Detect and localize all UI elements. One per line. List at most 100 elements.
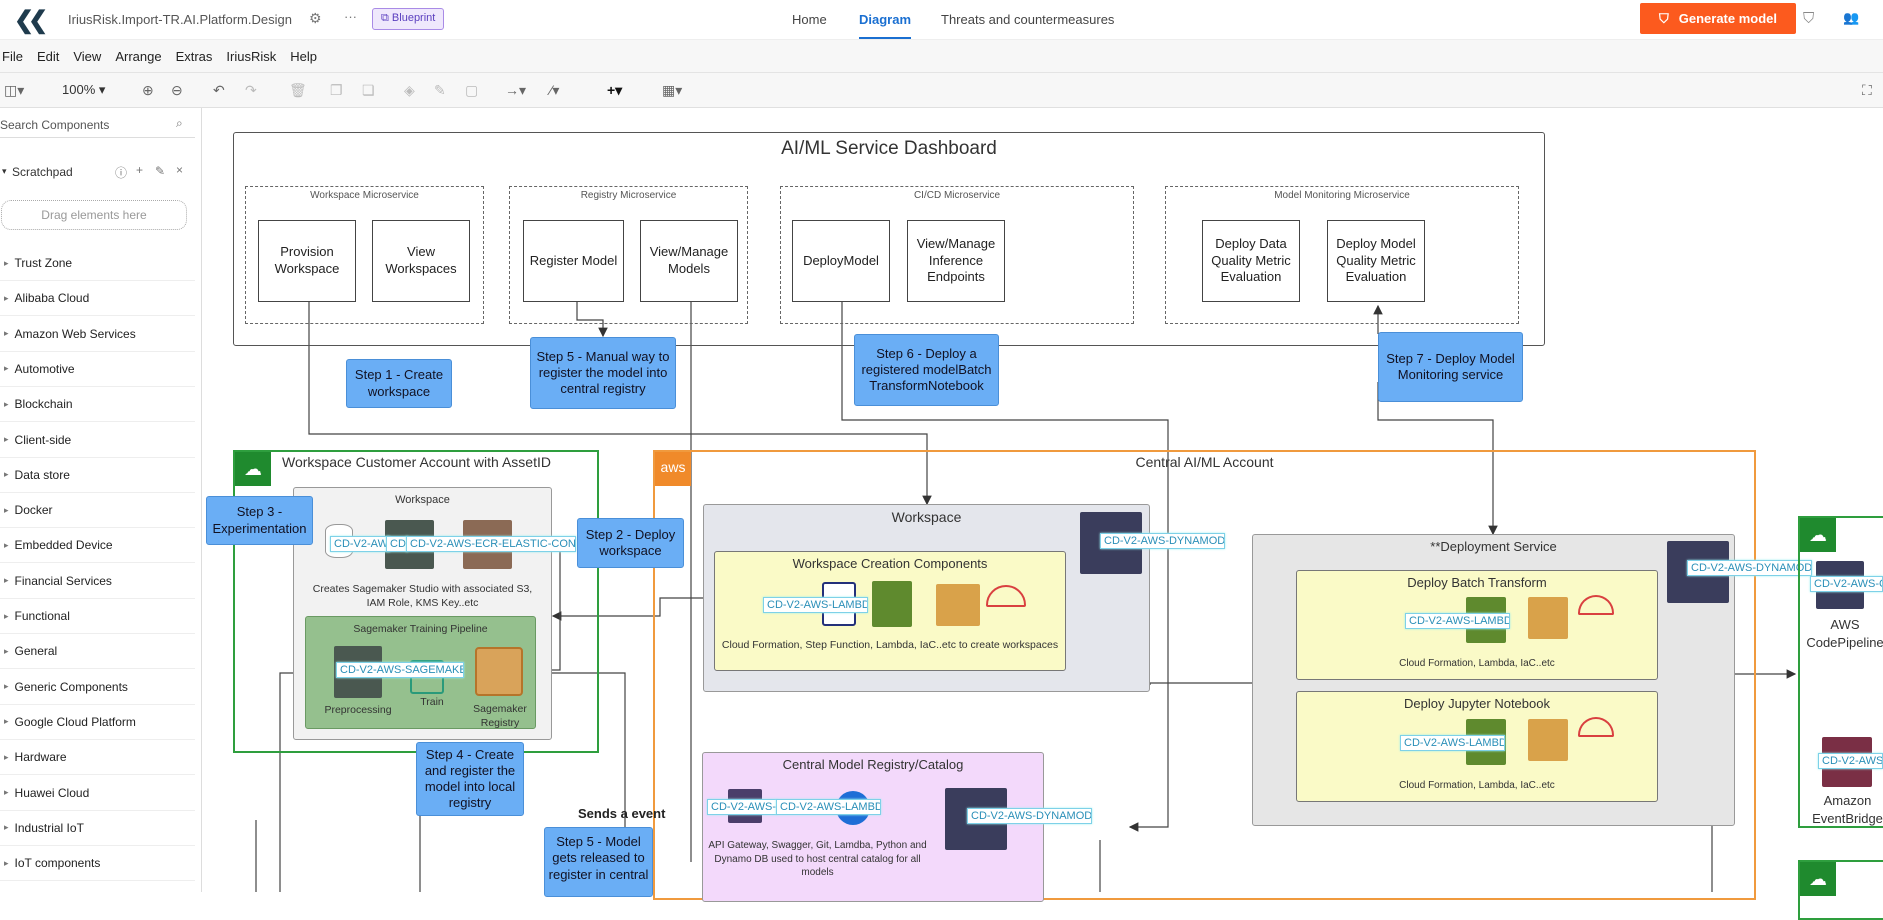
close-icon[interactable]: ×: [176, 163, 184, 177]
view-workspaces-box[interactable]: View Workspaces: [372, 220, 470, 302]
zoom-out-icon[interactable]: ⊖: [171, 82, 183, 98]
edit-icon[interactable]: ✎: [155, 164, 166, 178]
component-tag[interactable]: CD-V2-AWS: [330, 536, 390, 552]
menu-edit[interactable]: Edit: [36, 48, 60, 64]
data-quality-box[interactable]: Deploy Data Quality Metric Evaluation: [1202, 220, 1300, 302]
step-5-release[interactable]: Step 5 - Model gets released to register…: [544, 827, 653, 897]
step-1[interactable]: Step 1 - Create workspace: [346, 359, 452, 408]
model-quality-box[interactable]: Deploy Model Quality Metric Evaluation: [1327, 220, 1425, 302]
lambda-tag[interactable]: CD-V2-AWS-LAMBDA: [763, 597, 868, 613]
sidebar-category-automotive[interactable]: Automotive: [0, 352, 195, 387]
sidebar-category-hardware[interactable]: Hardware: [0, 740, 195, 776]
sidebar-category-general[interactable]: General: [0, 634, 195, 670]
eventbridge-tag[interactable]: CD-V2-AWS: [1818, 753, 1883, 769]
line-color-icon[interactable]: ✎: [434, 82, 446, 98]
to-front-icon[interactable]: ❐: [330, 82, 343, 98]
insert-icon[interactable]: +▾: [607, 82, 623, 98]
component-tag[interactable]: CD: [386, 536, 408, 552]
delete-icon[interactable]: 🗑: [289, 82, 307, 98]
nav-home[interactable]: Home: [792, 12, 827, 27]
lambda-tag[interactable]: CD-V2-AWS-LAMBDA: [1405, 613, 1510, 629]
sidebar-category-amazon-web-services[interactable]: Amazon Web Services: [0, 317, 195, 352]
step-3[interactable]: Step 3 - Experimentation: [206, 496, 313, 545]
sidebar-category-trust-zone[interactable]: Trust Zone: [0, 246, 195, 281]
fill-color-icon[interactable]: ◈: [404, 82, 415, 98]
scratchpad-dropzone[interactable]: Drag elements here: [1, 200, 187, 230]
to-back-icon[interactable]: ❏: [362, 82, 375, 98]
shield-lock-icon[interactable]: ⛉: [1803, 10, 1815, 27]
menu-arrange[interactable]: Arrange: [115, 48, 162, 64]
nav-diagram[interactable]: Diagram: [859, 12, 912, 27]
menu-help[interactable]: Help: [290, 48, 317, 64]
format-panel-icon[interactable]: ◫▾: [4, 82, 25, 98]
sidebar-category-client-side[interactable]: Client-side: [0, 423, 195, 458]
sidebar-category-docker[interactable]: Docker: [0, 493, 195, 529]
sidebar-category-google-cloud-platform[interactable]: Google Cloud Platform: [0, 705, 195, 740]
sagemaker-registry-icon[interactable]: [475, 647, 523, 696]
registry-microservice-group[interactable]: Registry Microservice: [509, 186, 748, 324]
lambda-icon[interactable]: [1528, 597, 1568, 639]
dynamodb-tag[interactable]: CD-V2-AWS-DYNAMODB: [1687, 560, 1812, 576]
menu-view[interactable]: View: [73, 48, 102, 64]
register-model-box[interactable]: Register Model: [523, 220, 624, 302]
users-settings-icon[interactable]: 👥: [1843, 10, 1860, 25]
redo-icon[interactable]: ↷: [245, 82, 257, 98]
view-manage-models-box[interactable]: View/Manage Models: [640, 220, 738, 302]
waypoints-icon[interactable]: ⁄▾: [550, 82, 560, 98]
search-icon[interactable]: ⌕: [176, 116, 183, 130]
collapse-icon[interactable]: ❮❮: [14, 7, 48, 34]
blueprint-badge[interactable]: ⧉ Blueprint: [372, 8, 445, 30]
help-icon[interactable]: ⓘ: [115, 166, 128, 180]
undo-icon[interactable]: ↶: [213, 82, 225, 98]
sidebar-category-generic-components[interactable]: Generic Components: [0, 670, 195, 705]
shadow-icon[interactable]: ▢: [465, 82, 479, 98]
lambda-icon[interactable]: [936, 584, 980, 626]
nav-threats[interactable]: Threats and countermeasures: [941, 12, 1115, 27]
sidebar-category-data-store[interactable]: Data store: [0, 458, 195, 493]
sidebar-category-iot-components[interactable]: IoT components: [0, 846, 195, 882]
fullscreen-icon[interactable]: ⛶: [1862, 82, 1872, 98]
model-monitoring-group[interactable]: Model Monitoring Microservice: [1165, 186, 1519, 324]
deploy-jupyter-notebook[interactable]: Deploy Jupyter Notebook Cloud Formation,…: [1296, 691, 1658, 802]
scratchpad-header[interactable]: ▾ Scratchpad ⓘ + ✎ ×: [0, 160, 195, 186]
menu-file[interactable]: File: [2, 48, 23, 64]
project-title[interactable]: IriusRisk.Import-TR.AI.Platform.Design: [68, 12, 292, 27]
lambda-icon[interactable]: [1528, 719, 1568, 761]
menu-extras[interactable]: Extras: [175, 48, 213, 64]
right-cloud-zone[interactable]: ☁: [1798, 516, 1883, 828]
ecr-tag[interactable]: CD-V2-AWS-ECR-ELASTIC-CONTAI: [406, 536, 576, 552]
lambda-tag[interactable]: CD-V2-AWS-LAMBDA: [1400, 735, 1505, 751]
zoom-in-icon[interactable]: ⊕: [142, 82, 154, 98]
dynamodb-tag[interactable]: CD-V2-AWS-DYNAMODB: [1100, 533, 1225, 549]
zoom-select[interactable]: 100% ▾: [62, 82, 106, 97]
step-6[interactable]: Step 6 - Deploy a registered modelBatch …: [854, 334, 999, 406]
dynamodb-tag[interactable]: CD-V2-AWS-DYNAMODB: [967, 808, 1092, 824]
sidebar-category-blockchain[interactable]: Blockchain: [0, 387, 195, 423]
step-2[interactable]: Step 2 - Deploy workspace: [577, 518, 684, 568]
lambda-tag[interactable]: CD-V2-AWS-LAMBDA: [776, 799, 881, 815]
sidebar-category-functional[interactable]: Functional: [0, 599, 195, 634]
settings-icon[interactable]: ⚙: [309, 10, 322, 26]
codepipeline-tag[interactable]: CD-V2-AWS-C: [1810, 576, 1883, 592]
menu-iriusrisk[interactable]: IriusRisk: [226, 48, 277, 64]
search-components-input[interactable]: Search Components ⌕: [0, 112, 195, 138]
sidebar-category-alibaba-cloud[interactable]: Alibaba Cloud: [0, 281, 195, 317]
cloud-zone[interactable]: ☁: [1798, 860, 1883, 920]
sidebar-category-industrial-iot[interactable]: Industrial IoT: [0, 811, 195, 846]
sidebar-category-embedded-device[interactable]: Embedded Device: [0, 528, 195, 564]
add-icon[interactable]: +: [136, 163, 144, 177]
generate-model-button[interactable]: ⛉Generate model: [1640, 3, 1796, 34]
table-icon[interactable]: ▦▾: [662, 82, 683, 98]
provision-workspace-box[interactable]: Provision Workspace: [258, 220, 356, 302]
step-5-manual[interactable]: Step 5 - Manual way to register the mode…: [530, 337, 676, 409]
more-icon[interactable]: ···: [344, 9, 357, 24]
cicd-microservice-group[interactable]: CI/CD Microservice: [780, 186, 1134, 324]
step-4[interactable]: Step 4 - Create and register the model i…: [416, 742, 524, 816]
step-7[interactable]: Step 7 - Deploy Model Monitoring service: [1378, 332, 1523, 402]
sagemaker-tag[interactable]: CD-V2-AWS-SAGEMAKER: [336, 662, 464, 678]
connection-icon[interactable]: →▾: [505, 82, 527, 98]
workspace-microservice-group[interactable]: Workspace Microservice: [245, 186, 484, 324]
deploy-model-box[interactable]: DeployModel: [792, 220, 890, 302]
sidebar-category-financial-services[interactable]: Financial Services: [0, 564, 195, 599]
sidebar-category-huawei-cloud[interactable]: Huawei Cloud: [0, 776, 195, 811]
